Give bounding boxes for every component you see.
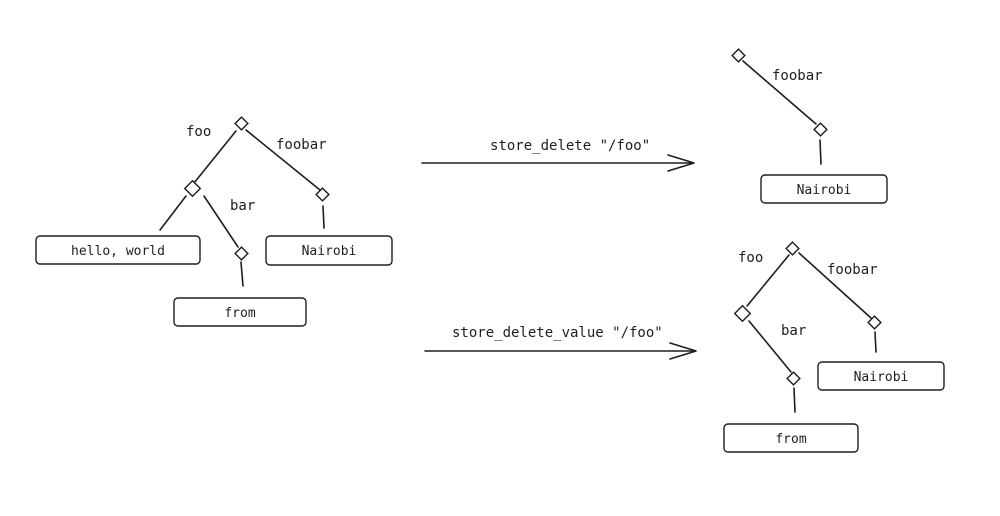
operation-store-delete: store_delete "/foo" (421, 138, 695, 172)
edge-foobar-leaf (322, 205, 325, 229)
edge-foobar-leaf-bottom (874, 331, 877, 353)
edge-bar-leaf (240, 261, 244, 287)
foo-node (183, 179, 202, 198)
edge-foobar-leaf-top (819, 139, 822, 165)
operation-store-delete-value: store_delete_value "/foo" (424, 325, 697, 360)
leaf-box-nairobi (265, 235, 393, 266)
root-node (234, 116, 249, 131)
edge-foo-bar (203, 195, 239, 248)
edge-label-bar: bar (230, 198, 255, 214)
arrowhead-store-delete-value (669, 342, 697, 360)
root-node-bottom (785, 241, 800, 256)
edge-label-foo-bottom: foo (738, 250, 763, 266)
bar-node-bottom (786, 371, 801, 386)
leaf-box-from-bottom (723, 423, 859, 453)
foobar-node-top (813, 122, 828, 137)
foo-node-bottom (733, 304, 752, 323)
after-delete-value-tree: foo foobar bar Nairobi from (723, 241, 945, 453)
foobar-node (315, 187, 330, 202)
leaf-text-from: from (224, 306, 255, 321)
leaf-box-nairobi-top (760, 174, 888, 204)
edge-root-foobar-top (742, 60, 817, 125)
root-node-top (731, 48, 746, 63)
before-tree: foo foobar bar hello, world Nairobi from (35, 116, 393, 327)
leaf-text-nairobi: Nairobi (302, 244, 357, 259)
edge-label-foobar-top: foobar (772, 68, 823, 84)
foobar-node-bottom (867, 315, 882, 330)
operation-label-store-delete: store_delete "/foo" (490, 138, 650, 154)
edge-label-bar-bottom: bar (781, 323, 806, 339)
after-delete-tree: foobar Nairobi (731, 48, 888, 204)
edge-root-foo (193, 130, 237, 184)
edge-root-foobar (245, 129, 321, 191)
arrowhead-store-delete (667, 154, 695, 172)
edge-label-foo: foo (186, 124, 211, 140)
leaf-text-nairobi-top: Nairobi (797, 183, 852, 198)
operation-label-store-delete-value: store_delete_value "/foo" (452, 325, 663, 341)
edge-root-foo-bottom (746, 254, 790, 307)
edge-foo-leaf (159, 195, 187, 231)
leaf-box-hello (35, 235, 201, 265)
leaf-box-from (173, 297, 307, 327)
bar-node (234, 246, 249, 261)
edge-label-foobar: foobar (276, 137, 327, 153)
leaf-text-nairobi-bottom: Nairobi (854, 370, 909, 385)
edge-label-foobar-bottom: foobar (827, 262, 878, 278)
leaf-box-nairobi-bottom (817, 361, 945, 391)
leaf-text-from-bottom: from (775, 432, 806, 447)
edge-foo-bar-bottom (748, 320, 792, 373)
leaf-text-hello: hello, world (71, 244, 165, 259)
edge-bar-leaf-bottom (793, 387, 796, 413)
edge-root-foobar-bottom (798, 252, 872, 319)
